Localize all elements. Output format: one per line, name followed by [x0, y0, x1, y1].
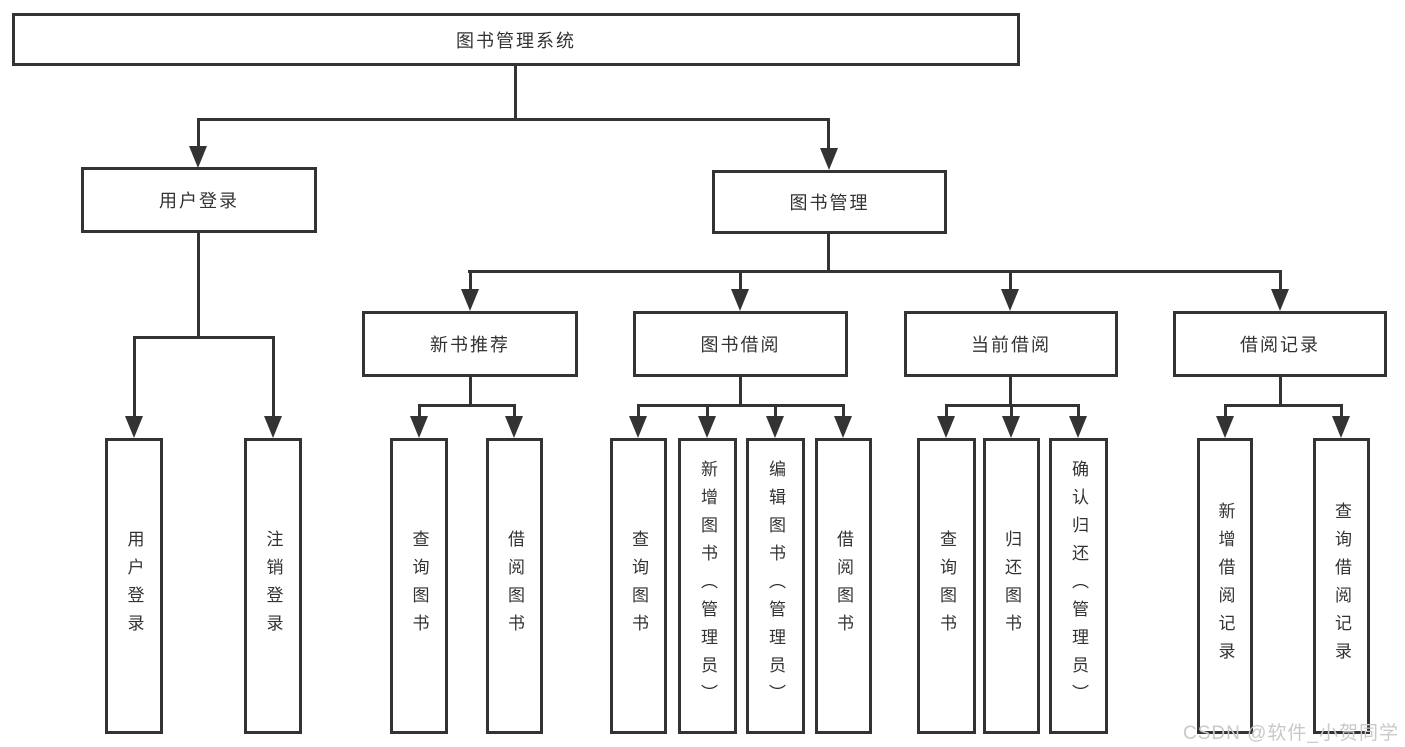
leaf-add-borrow-record: 新增借阅记录 — [1197, 438, 1253, 734]
connector-line — [1224, 404, 1342, 407]
arrowhead-icon — [820, 148, 838, 170]
leaf-query-books-current: 查询图书 — [917, 438, 976, 734]
leaf-logout: 注销登录 — [244, 438, 302, 734]
leaf-add-books-admin: 新增图书（管理员） — [678, 438, 737, 734]
connector-line — [1340, 404, 1343, 418]
connector-line — [1279, 377, 1282, 406]
node-book-borrow: 图书借阅 — [633, 311, 848, 377]
connector-line — [197, 233, 200, 337]
node-book-borrow-label: 图书借阅 — [700, 335, 781, 355]
leaf-return-books-label: 归还图书 — [1002, 530, 1021, 642]
node-borrow-records-label: 借阅记录 — [1240, 335, 1320, 355]
connector-line — [1077, 404, 1080, 418]
connector-line — [469, 270, 472, 292]
leaf-query-books-borrow-label: 查询图书 — [629, 530, 648, 642]
node-new-book-recommend: 新书推荐 — [362, 311, 578, 377]
connector-line — [842, 404, 845, 418]
connector-line — [637, 404, 640, 418]
connector-line — [774, 404, 777, 418]
connector-line — [197, 118, 200, 150]
leaf-borrow-books-newbook: 借阅图书 — [486, 438, 543, 734]
arrowhead-icon — [766, 416, 784, 438]
connector-line — [197, 118, 830, 121]
connector-line — [133, 336, 275, 339]
arrowhead-icon — [698, 416, 716, 438]
arrowhead-icon — [1271, 289, 1289, 311]
leaf-query-books-borrow: 查询图书 — [610, 438, 667, 734]
arrowhead-icon — [264, 416, 282, 438]
node-user-login-label: 用户登录 — [159, 191, 239, 211]
arrowhead-icon — [410, 416, 428, 438]
connector-line — [272, 336, 275, 416]
connector-line — [469, 377, 472, 406]
node-root-label: 图书管理系统 — [456, 30, 576, 51]
leaf-confirm-return-admin: 确认归还（管理员） — [1049, 438, 1108, 734]
leaf-add-borrow-record-label: 新增借阅记录 — [1215, 502, 1235, 670]
leaf-query-borrow-record-label: 查询借阅记录 — [1332, 502, 1351, 670]
node-current-borrow: 当前借阅 — [904, 311, 1118, 377]
connector-line — [1279, 270, 1282, 292]
arrowhead-icon — [1216, 416, 1234, 438]
arrowhead-icon — [1002, 416, 1020, 438]
leaf-user-login-label: 用户登录 — [124, 530, 144, 642]
arrowhead-icon — [1001, 289, 1019, 311]
arrowhead-icon — [1069, 416, 1087, 438]
connector-line — [706, 404, 709, 418]
connector-line — [945, 404, 948, 418]
connector-line — [133, 336, 136, 416]
arrowhead-icon — [834, 416, 852, 438]
leaf-borrow-books-newbook-label: 借阅图书 — [505, 530, 524, 642]
connector-line — [827, 234, 830, 271]
leaf-logout-label: 注销登录 — [263, 530, 283, 642]
node-current-borrow-label: 当前借阅 — [971, 335, 1051, 355]
arrowhead-icon — [731, 289, 749, 311]
arrowhead-icon — [1332, 416, 1350, 438]
csdn-watermark: CSDN @软件_小贺同学 — [1183, 723, 1399, 744]
arrowhead-icon — [461, 289, 479, 311]
connector-line — [827, 118, 830, 150]
leaf-borrow-books: 借阅图书 — [815, 438, 872, 734]
connector-line — [1010, 404, 1013, 418]
arrowhead-icon — [125, 416, 143, 438]
node-book-management-label: 图书管理 — [789, 193, 870, 213]
node-root: 图书管理系统 — [12, 13, 1020, 66]
arrowhead-icon — [629, 416, 647, 438]
connector-line — [418, 404, 421, 418]
leaf-borrow-books-label: 借阅图书 — [834, 530, 853, 642]
connector-line — [418, 404, 515, 407]
leaf-user-login: 用户登录 — [105, 438, 163, 734]
leaf-add-books-admin-label: 新增图书（管理员） — [698, 460, 717, 712]
leaf-query-books-newbook: 查询图书 — [390, 438, 448, 734]
arrowhead-icon — [189, 146, 207, 168]
arrowhead-icon — [505, 416, 523, 438]
connector-line — [739, 377, 742, 406]
leaf-query-borrow-record: 查询借阅记录 — [1313, 438, 1370, 734]
connector-line — [513, 404, 516, 418]
node-user-login: 用户登录 — [81, 167, 317, 233]
node-borrow-records: 借阅记录 — [1173, 311, 1387, 377]
connector-line — [514, 66, 517, 119]
connector-line — [1224, 404, 1227, 418]
leaf-edit-books-admin-label: 编辑图书（管理员） — [766, 460, 785, 712]
connector-line — [637, 404, 844, 407]
connector-line — [1009, 270, 1012, 292]
leaf-confirm-return-admin-label: 确认归还（管理员） — [1069, 460, 1088, 712]
node-new-book-recommend-label: 新书推荐 — [430, 335, 510, 355]
arrowhead-icon — [937, 416, 955, 438]
leaf-query-books-newbook-label: 查询图书 — [409, 530, 429, 642]
connector-line — [739, 270, 742, 292]
node-book-management: 图书管理 — [712, 170, 947, 234]
leaf-query-books-current-label: 查询图书 — [937, 530, 956, 642]
connector-line — [1009, 377, 1012, 406]
leaf-return-books: 归还图书 — [983, 438, 1040, 734]
connector-line — [468, 270, 1281, 273]
leaf-edit-books-admin: 编辑图书（管理员） — [746, 438, 805, 734]
